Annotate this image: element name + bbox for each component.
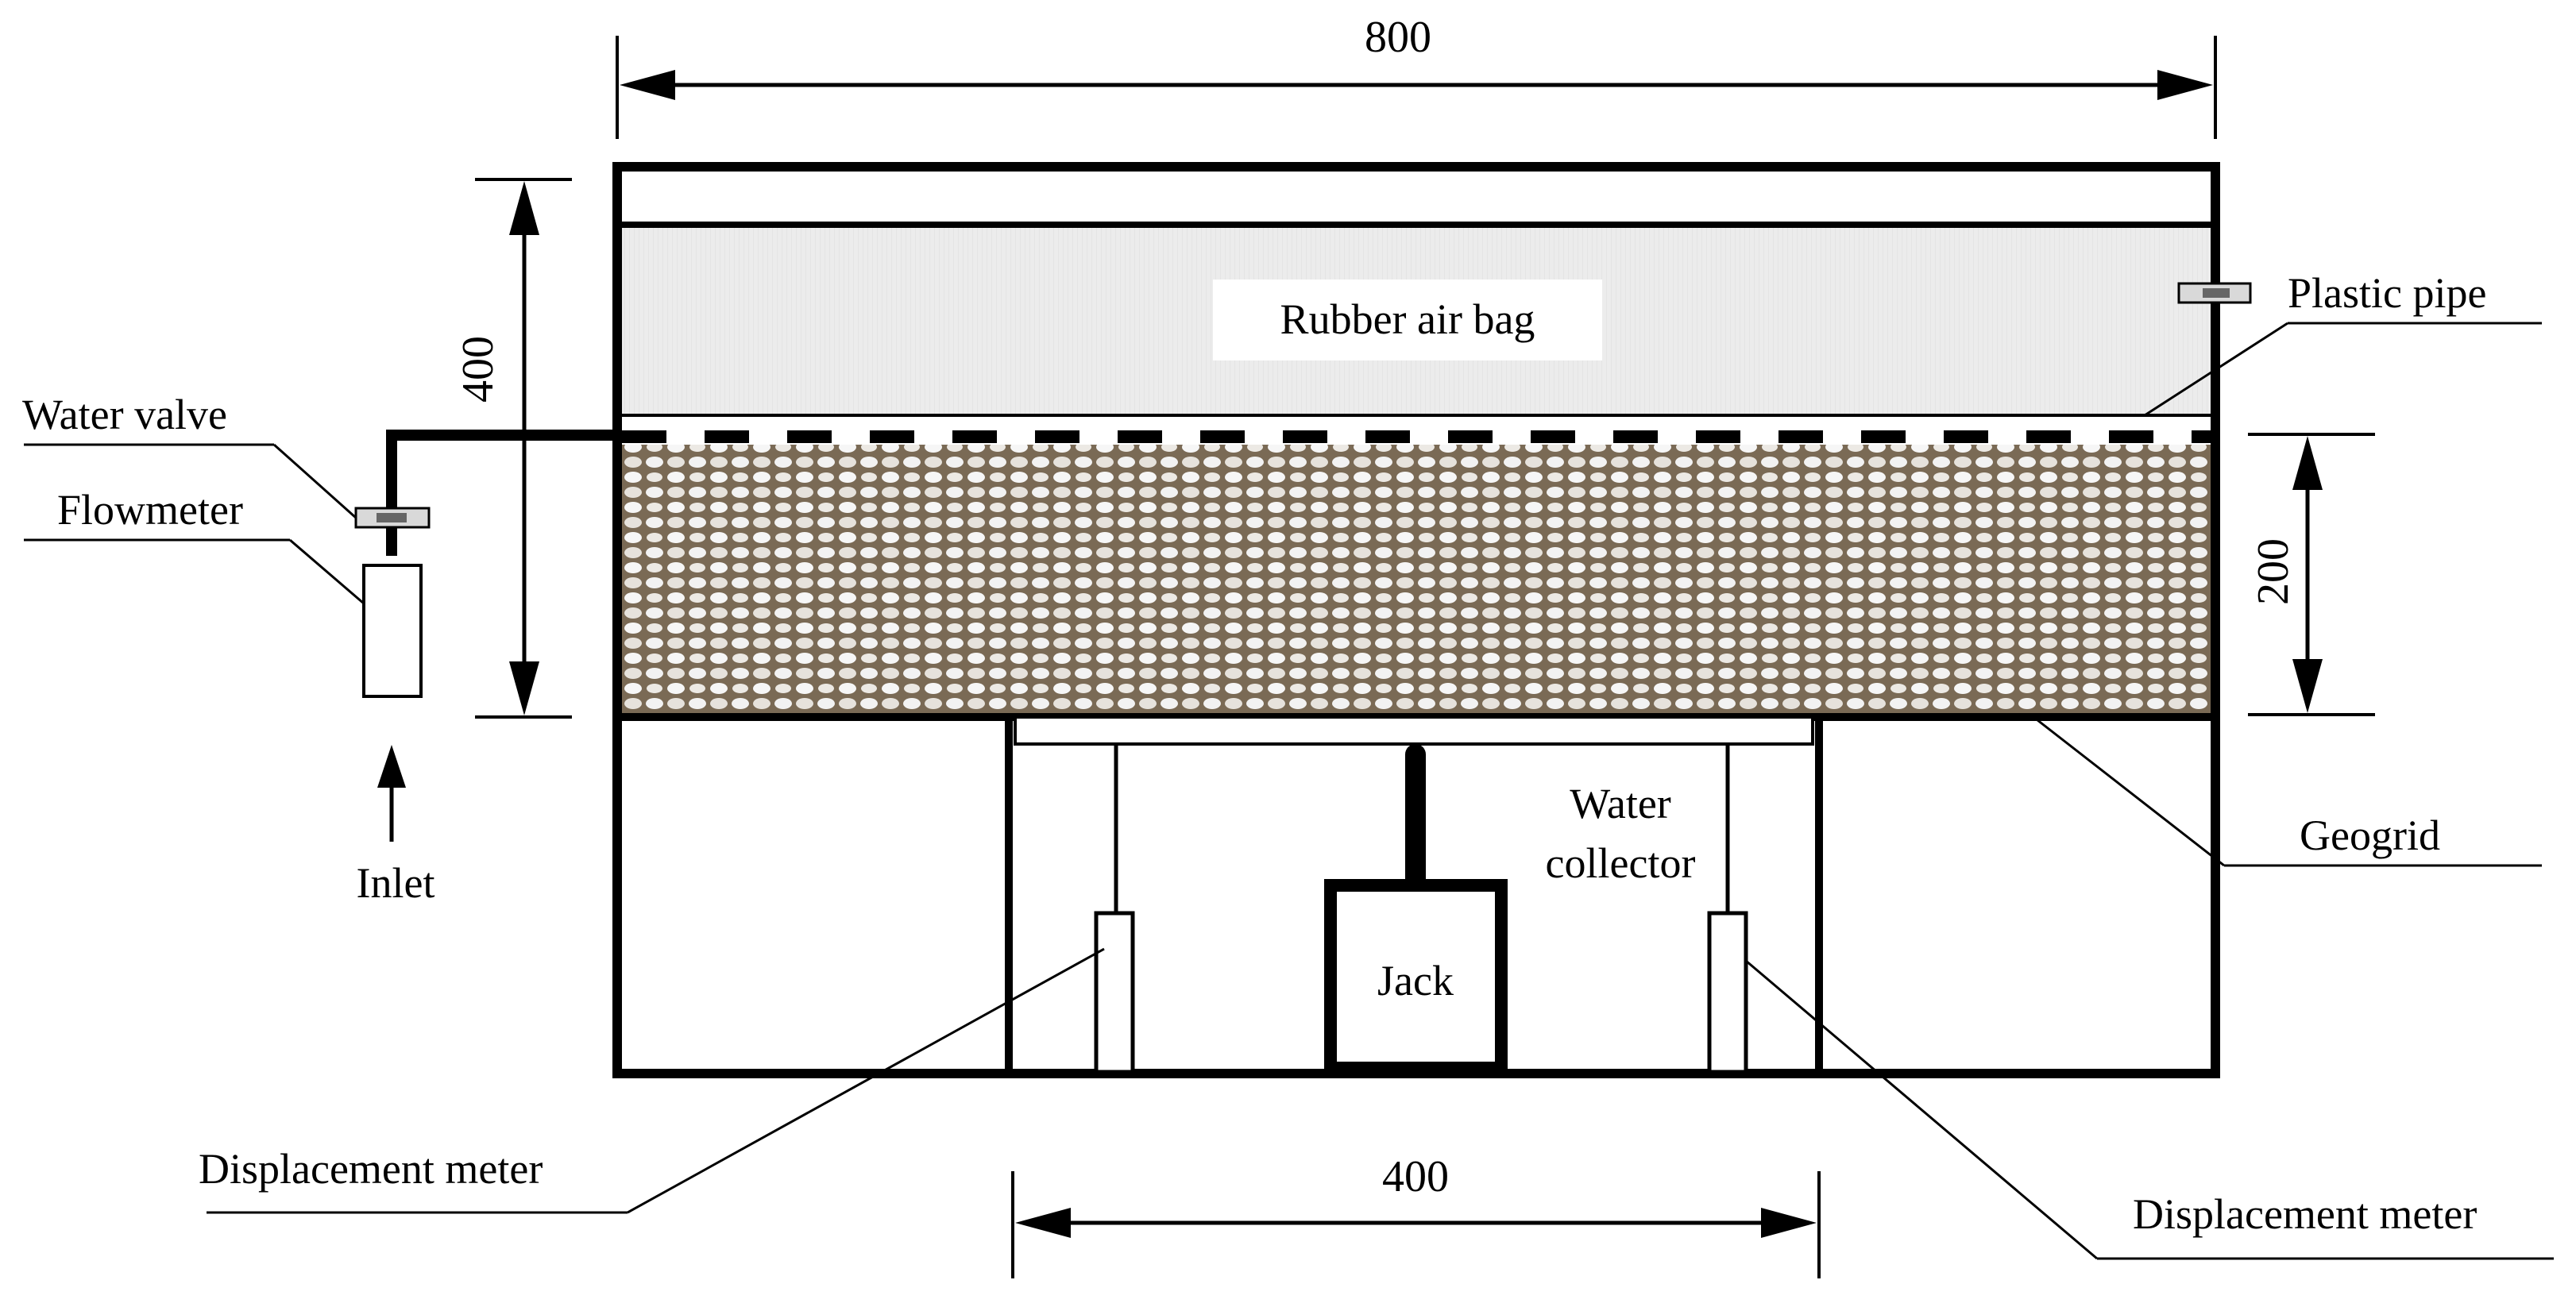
displacement-meter-left-callout: Displacement meter — [199, 947, 1105, 1214]
flowmeter-label: Flowmeter — [57, 486, 243, 534]
inlet-arrow-icon — [377, 745, 406, 788]
rubber-air-bag-label: Rubber air bag — [1280, 295, 1535, 343]
dimension-400-vertical-label: 400 — [454, 336, 503, 403]
displacement-meter-right-callout: Displacement meter — [1745, 959, 2554, 1260]
jack-label: Jack — [1377, 957, 1454, 1004]
water-collector-label-1: Water — [1570, 780, 1671, 827]
geogrid-callout: Geogrid — [2033, 715, 2542, 867]
plastic-pipe: Plastic pipe — [2144, 269, 2542, 417]
plastic-pipe-label: Plastic pipe — [2288, 269, 2486, 317]
dimension-400-bottom-label: 400 — [1382, 1152, 1449, 1201]
water-supply: Water valve Flowmeter Inlet — [22, 391, 622, 907]
water-collector-label-2: collector — [1546, 839, 1696, 887]
displacement-meter-left-label: Displacement meter — [199, 1145, 543, 1193]
water-valve-label: Water valve — [22, 391, 227, 438]
jack: Jack — [1324, 744, 1508, 1074]
soil-layer — [622, 445, 2211, 721]
displacement-meter-left-device — [1094, 744, 1135, 1074]
dimension-800-label: 800 — [1365, 13, 1431, 62]
displacement-meter-right-label: Displacement meter — [2133, 1190, 2477, 1238]
dimension-200-vertical: 200 — [2248, 433, 2375, 716]
dimension-800: 800 — [616, 13, 2217, 139]
flowmeter — [362, 564, 423, 698]
dimension-400-vertical: 400 — [454, 178, 572, 719]
inlet-label: Inlet — [357, 859, 435, 907]
rubber-air-bag: Rubber air bag — [622, 228, 2211, 417]
dimension-400-bottom: 400 — [1011, 1152, 1821, 1278]
displacement-meter-right-device — [1707, 744, 1748, 1074]
geogrid-label: Geogrid — [2300, 812, 2440, 859]
water-collector: Water collector — [1005, 715, 1823, 1074]
dimension-200-vertical-label: 200 — [2249, 538, 2298, 605]
